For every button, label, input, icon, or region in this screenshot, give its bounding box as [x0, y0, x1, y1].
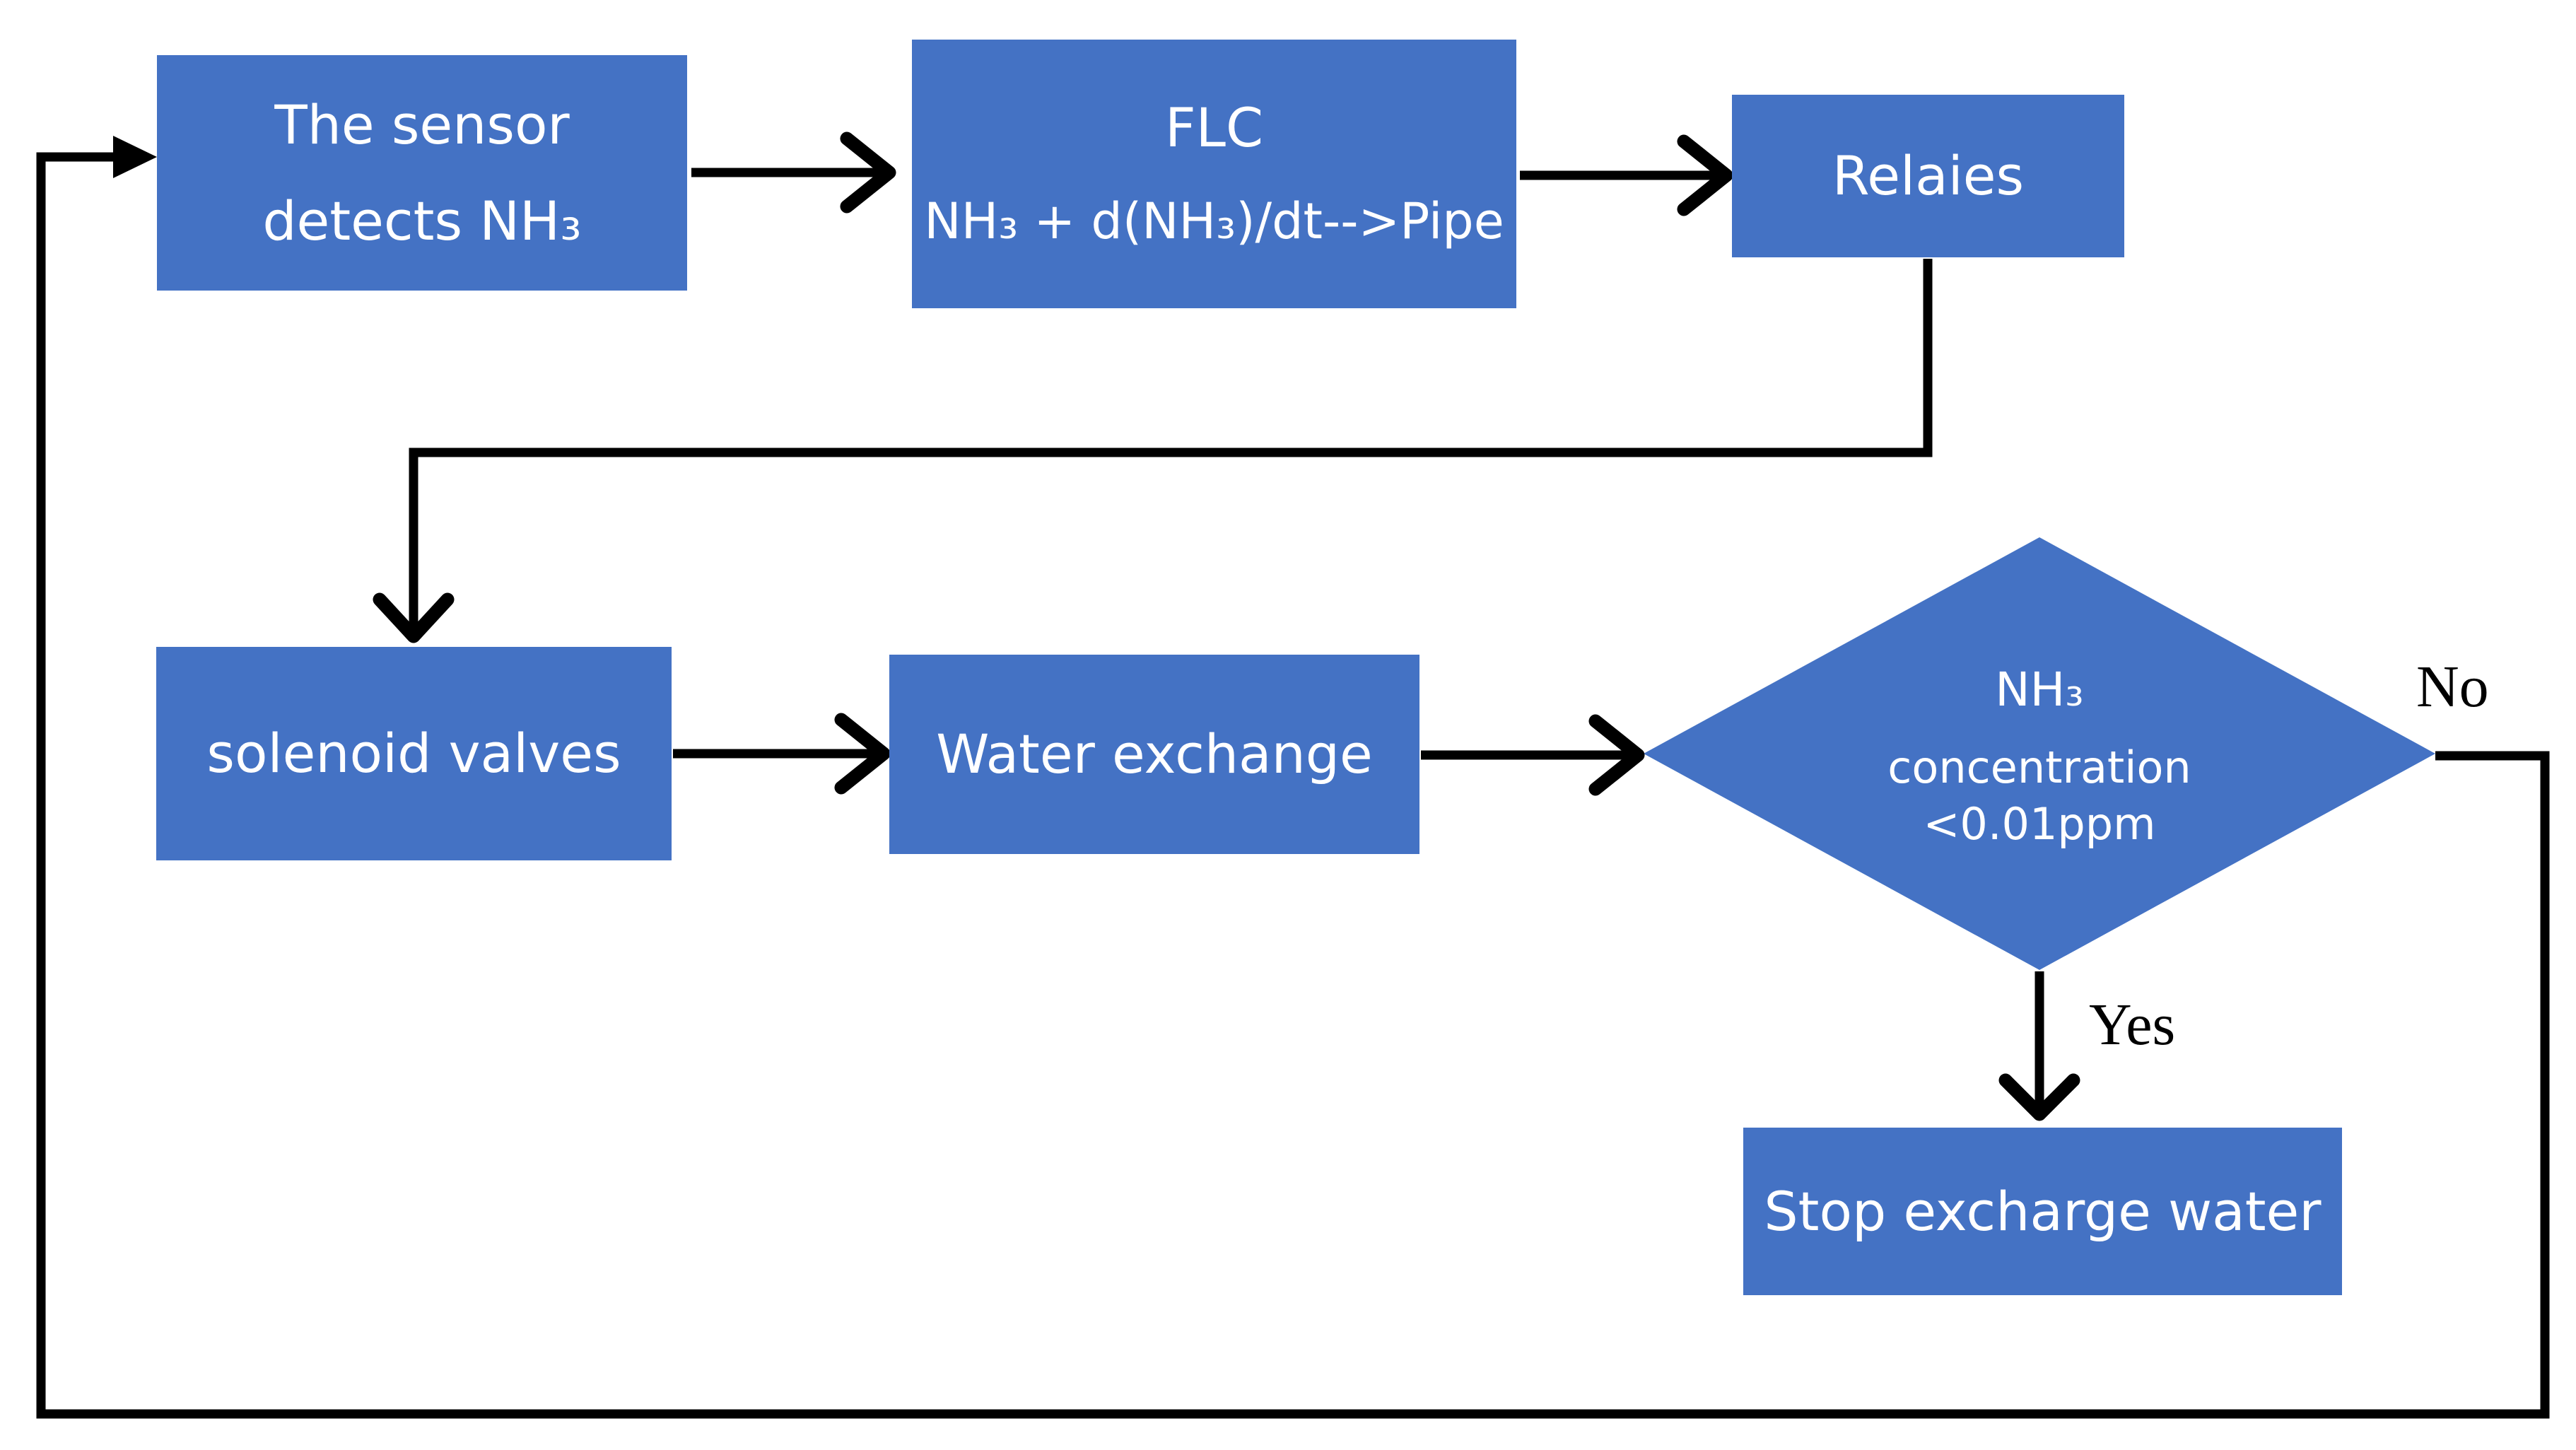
node-stop-excharge-water: Stop excharge water — [1743, 1128, 2342, 1295]
arrow-water-to-decision — [1421, 714, 1645, 796]
node-flc-line1: FLC — [1164, 96, 1264, 160]
node-sensor-line2: detects NH₃ — [262, 189, 582, 252]
node-flc-line2: NH₃ + d(NH₃)/dt-->Pipe — [924, 192, 1504, 251]
edge-label-yes: Yes — [2089, 992, 2176, 1058]
arrow-decision-to-sensor-feedback — [36, 136, 2550, 1419]
arrow-solenoid-to-water — [673, 713, 891, 795]
arrow-flc-to-relaies — [1520, 134, 1733, 216]
node-stop-line1: Stop excharge water — [1764, 1179, 2322, 1243]
decision-diamond-shape — [1644, 537, 2435, 970]
node-sensor-detects-nh3: The sensor detects NH₃ — [157, 55, 687, 291]
node-sensor-line1: The sensor — [274, 93, 570, 156]
arrow-decision-to-stop — [1998, 971, 2080, 1121]
arrow-relaies-to-solenoid — [373, 259, 1933, 643]
node-solenoid-valves: solenoid valves — [156, 647, 672, 860]
node-relaies: Relaies — [1732, 95, 2124, 257]
arrow-sensor-to-flc — [691, 131, 896, 214]
node-flc: FLC NH₃ + d(NH₃)/dt-->Pipe — [912, 40, 1516, 308]
node-relaies-line1: Relaies — [1832, 144, 2025, 208]
node-solenoid-line1: solenoid valves — [206, 722, 621, 785]
node-water-exchange: Water exchange — [889, 655, 1419, 854]
node-water-line1: Water exchange — [936, 723, 1373, 786]
edge-label-no: No — [2416, 654, 2489, 720]
